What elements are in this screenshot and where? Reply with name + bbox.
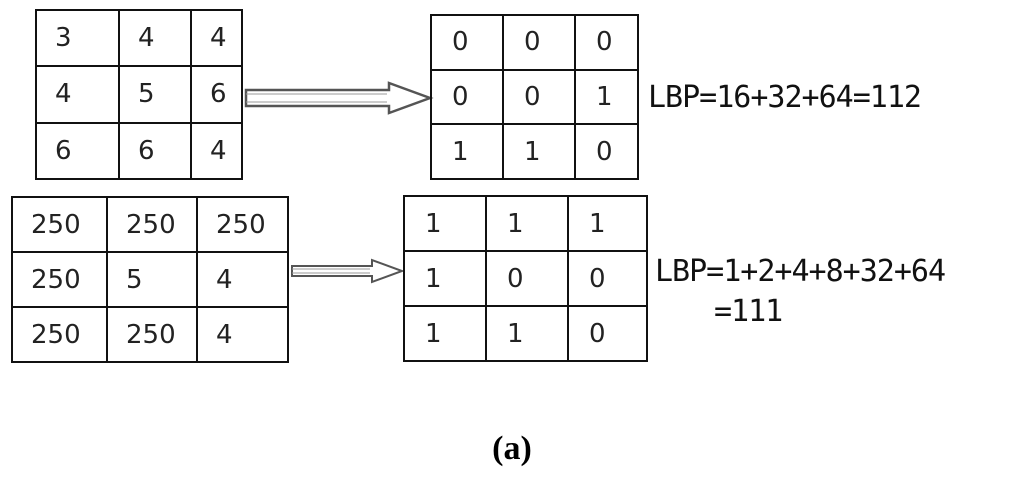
grid-cell: 3: [35, 8, 120, 68]
grid-cell: 0: [574, 123, 639, 180]
grid-cell: 1: [485, 305, 569, 362]
grid-cell: 4: [190, 121, 243, 181]
grid-cell: 250: [11, 306, 108, 363]
grid-row: 3 4 4: [35, 8, 243, 68]
grid-cell: 0: [502, 14, 576, 71]
figure-caption: (a): [492, 430, 532, 467]
grid-row: 1 1 0: [403, 305, 648, 362]
grid-row: 1 1 0: [430, 123, 639, 180]
grid-cell: 1: [567, 195, 648, 252]
grid-row: 250 5 4: [11, 251, 289, 308]
grid-row: 1 1 1: [403, 195, 648, 252]
grid-cell: 5: [118, 65, 192, 124]
grid-cell: 0: [485, 250, 569, 307]
grid-cell: 6: [35, 121, 120, 181]
grid-cell: 250: [106, 306, 198, 363]
example1-binary-grid: 0 0 0 0 0 1 1 1 0: [430, 14, 639, 180]
grid-cell: 5: [106, 251, 198, 308]
grid-cell: 0: [567, 305, 648, 362]
lbp-formula-2-line1: LBP=1+2+4+8+32+64: [655, 254, 946, 289]
grid-cell: 4: [118, 8, 192, 68]
grid-cell: 0: [502, 68, 576, 126]
grid-cell: 6: [118, 121, 192, 181]
grid-cell: 4: [196, 251, 289, 308]
grid-cell: 0: [430, 14, 504, 71]
grid-cell: 1: [403, 305, 487, 362]
grid-row: 0 0 1: [430, 68, 639, 126]
lbp-formula-2-line2: =111: [714, 294, 783, 329]
grid-cell: 250: [11, 251, 108, 308]
grid-cell: 1: [485, 195, 569, 252]
example1-input-grid: 3 4 4 4 5 6 6 6 4: [35, 8, 243, 181]
grid-cell: 1: [574, 68, 639, 126]
grid-cell: 1: [403, 250, 487, 307]
grid-row: 4 5 6: [35, 65, 243, 124]
grid-cell: 1: [502, 123, 576, 180]
grid-cell: 4: [196, 306, 289, 363]
grid-row: 250 250 250: [11, 196, 289, 253]
grid-cell: 6: [190, 65, 243, 124]
lbp-formula-1: LBP=16+32+64=112: [648, 80, 922, 115]
grid-cell: 4: [190, 8, 243, 68]
grid-cell: 250: [196, 196, 289, 253]
right-arrow-icon: [244, 81, 434, 115]
grid-row: 0 0 0: [430, 14, 639, 71]
grid-row: 6 6 4: [35, 121, 243, 181]
example2-input-grid: 250 250 250 250 5 4 250 250 4: [11, 196, 289, 363]
grid-cell: 1: [430, 123, 504, 180]
right-arrow-icon: [291, 258, 405, 284]
grid-cell: 0: [430, 68, 504, 126]
grid-row: 250 250 4: [11, 306, 289, 363]
grid-cell: 4: [35, 65, 120, 124]
grid-row: 1 0 0: [403, 250, 648, 307]
grid-cell: 0: [574, 14, 639, 71]
example2-binary-grid: 1 1 1 1 0 0 1 1 0: [403, 195, 648, 362]
grid-cell: 250: [11, 196, 108, 253]
grid-cell: 1: [403, 195, 487, 252]
grid-cell: 250: [106, 196, 198, 253]
grid-cell: 0: [567, 250, 648, 307]
